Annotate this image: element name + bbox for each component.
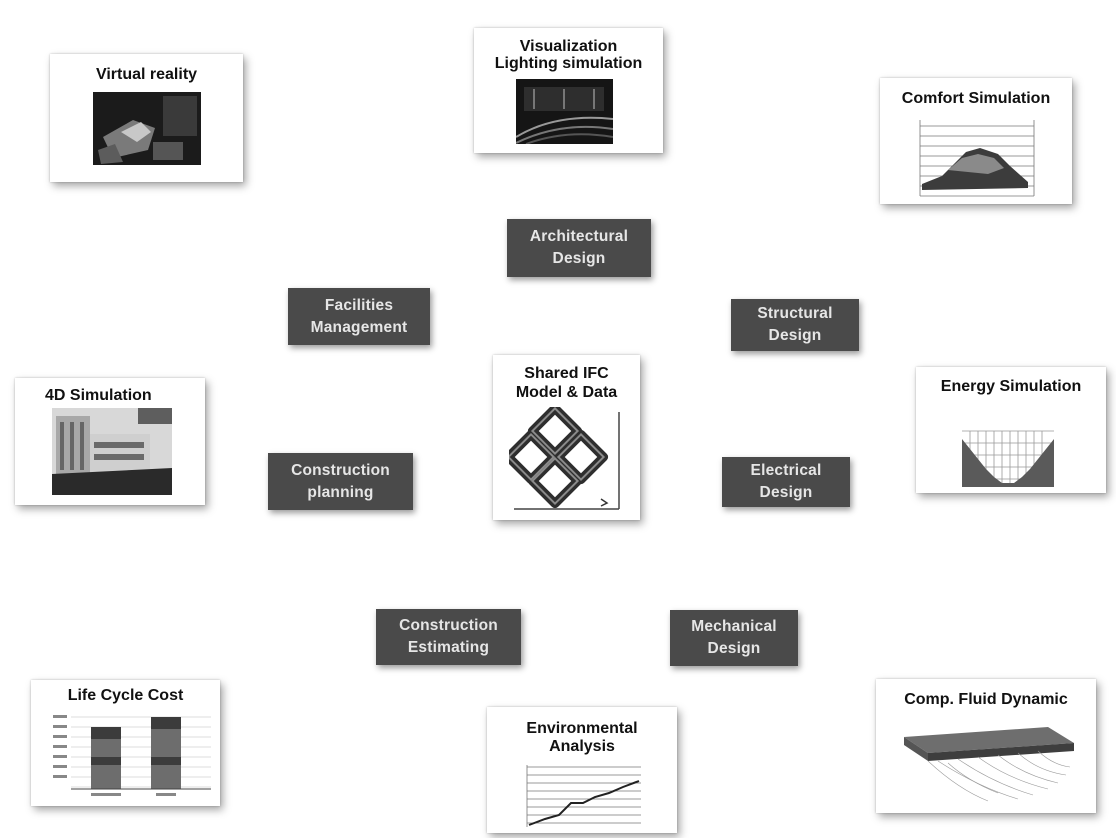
construction-estimating-line2: Estimating [407, 639, 490, 656]
shared-ifc-title-line1: Shared IFC [524, 365, 609, 382]
facilities-management-line1: Facilities [324, 296, 394, 314]
shared-ifc-card: Shared IFC Model & Data [493, 355, 640, 520]
comfort-simulation-card: Comfort Simulation [880, 78, 1072, 204]
visualization-title-line1: Visualization [519, 38, 618, 55]
structural-design-box: Structural Design [731, 299, 859, 351]
architectural-design-line2: Design [552, 250, 606, 267]
construction-planning-box: Construction planning [268, 453, 413, 510]
virtual-reality-photo-icon [93, 92, 201, 165]
construction-planning-line2: planning [307, 483, 374, 501]
construction-estimating-box: Construction Estimating [376, 609, 521, 665]
environmental-analysis-title-line1: Environmental [526, 720, 638, 737]
4d-simulation-card: 4D Simulation [15, 378, 205, 505]
4d-simulation-title: 4D Simulation [45, 387, 152, 404]
cfd-card: Comp. Fluid Dynamic [876, 679, 1096, 813]
architectural-design-box: Architectural Design [507, 219, 651, 277]
facilities-management-line2: Management [310, 318, 408, 336]
shared-ifc-title-line2: Model & Data [515, 384, 618, 401]
mechanical-design-line2: Design [707, 640, 761, 657]
comfort-simulation-title: Comfort Simulation [901, 90, 1051, 107]
energy-chart-icon [962, 430, 1054, 487]
virtual-reality-card: Virtual reality [50, 54, 243, 182]
cfd-model-icon [904, 727, 1074, 802]
electrical-design-box: Electrical Design [722, 457, 850, 507]
virtual-reality-title: Virtual reality [95, 66, 198, 83]
energy-simulation-card: Energy Simulation [916, 367, 1106, 493]
energy-simulation-title: Energy Simulation [940, 378, 1082, 395]
construction-estimating-line1: Construction [399, 617, 498, 634]
life-cycle-cost-card: Life Cycle Cost [31, 680, 220, 806]
4d-building-photo-icon [52, 408, 172, 495]
structural-design-line2: Design [768, 327, 822, 344]
life-cycle-chart-icon [53, 715, 211, 796]
lighting-render-icon [516, 79, 613, 144]
visualization-title-line2: Lighting simulation [494, 55, 643, 72]
facilities-management-box: Facilities Management [288, 288, 430, 345]
life-cycle-cost-title: Life Cycle Cost [67, 687, 184, 704]
electrical-design-line2: Design [759, 484, 813, 501]
visualization-card: Visualization Lighting simulation [474, 28, 663, 153]
architectural-design-line1: Architectural [529, 228, 629, 245]
construction-planning-line1: Construction [291, 461, 390, 479]
environmental-analysis-card: Environmental Analysis [487, 707, 677, 833]
cfd-title: Comp. Fluid Dynamic [904, 691, 1068, 708]
mechanical-design-box: Mechanical Design [670, 610, 798, 666]
mechanical-design-line1: Mechanical [691, 618, 777, 635]
electrical-design-line1: Electrical [750, 462, 822, 479]
ifc-logo-icon [509, 407, 620, 510]
environmental-analysis-title-line2: Analysis [549, 738, 615, 755]
structural-design-line1: Structural [757, 305, 833, 322]
environmental-chart-icon [526, 765, 641, 827]
comfort-chart-icon [919, 120, 1035, 197]
